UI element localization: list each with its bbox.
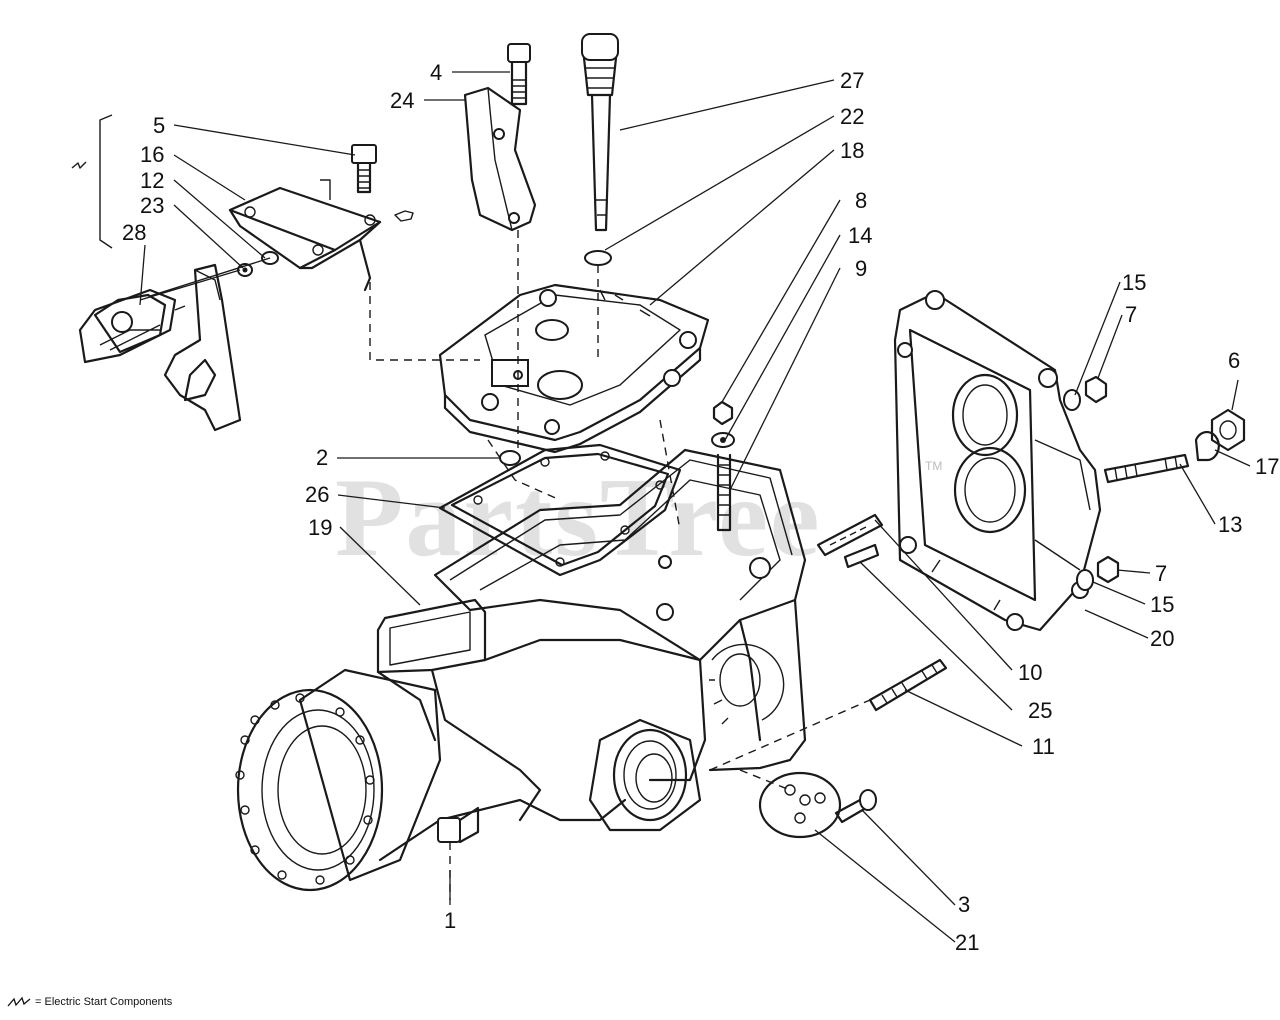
callout-16: 16 (140, 142, 164, 167)
callout-11: 11 (1032, 734, 1055, 759)
callout-19: 19 (308, 515, 332, 540)
electric-start-symbol-icon (7, 996, 31, 1007)
housing-part-19 (235, 448, 807, 900)
screw-part-3 (834, 789, 877, 824)
callout-2: 2 (316, 445, 328, 470)
cover-part-18 (438, 283, 710, 454)
callout-21: 21 (955, 930, 979, 955)
callout-4: 4 (430, 60, 442, 85)
callout-7-lower: 7 (1155, 561, 1167, 586)
callout-7-upper: 7 (1125, 302, 1137, 327)
callout-15-upper: 15 (1122, 270, 1146, 295)
nut-part-7-lower (1096, 555, 1120, 584)
nut-part-7-upper (1084, 375, 1108, 404)
callout-22: 22 (840, 104, 864, 129)
lockwasher-part-17 (1194, 430, 1220, 462)
callout-23: 23 (140, 193, 164, 218)
washer-part-15-upper (1063, 389, 1081, 411)
legend-text: = Electric Start Components (35, 996, 173, 1008)
callout-8: 8 (855, 188, 867, 213)
stud-part-10 (816, 513, 884, 557)
pin-part-25 (843, 543, 880, 569)
callout-5: 5 (153, 113, 165, 138)
callout-24: 24 (390, 88, 414, 113)
callout-3: 3 (958, 892, 970, 917)
callout-10: 10 (1018, 660, 1042, 685)
callout-17: 17 (1255, 454, 1279, 479)
side-cover-part-20 (893, 290, 1102, 632)
electric-start-bracket-group (71, 114, 480, 432)
stud-part-11 (868, 658, 948, 712)
callout-1: 1 (444, 908, 456, 933)
callout-6: 6 (1228, 348, 1240, 373)
callout-labels: 4 24 27 22 18 5 16 12 23 28 8 14 9 15 7 … (122, 60, 1279, 955)
callout-28: 28 (122, 220, 146, 245)
callout-12: 12 (140, 168, 164, 193)
nut-part-6 (1210, 408, 1246, 452)
callout-9: 9 (855, 256, 867, 281)
callout-15-lower: 15 (1150, 592, 1174, 617)
callout-14: 14 (848, 223, 872, 248)
stud-part-13 (1103, 453, 1190, 484)
callout-13: 13 (1218, 512, 1242, 537)
washer-part-15-lower (1076, 569, 1094, 591)
bracket-part-24 (463, 86, 537, 232)
gasket-part-26 (438, 443, 682, 577)
plate-part-21 (758, 771, 842, 839)
callout-18: 18 (840, 138, 864, 163)
dipstick-part-27 (581, 33, 619, 232)
callout-25: 25 (1028, 698, 1052, 723)
callout-26: 26 (305, 482, 329, 507)
watermark-trademark: TM (925, 459, 942, 473)
callout-20: 20 (1150, 626, 1174, 651)
o-ring-part-22 (584, 250, 612, 266)
leader-lines (139, 71, 1251, 943)
screw-part-4 (507, 43, 531, 106)
callout-27: 27 (840, 68, 864, 93)
o-ring-part-2 (499, 450, 521, 466)
legend: = Electric Start Components (6, 996, 172, 1008)
